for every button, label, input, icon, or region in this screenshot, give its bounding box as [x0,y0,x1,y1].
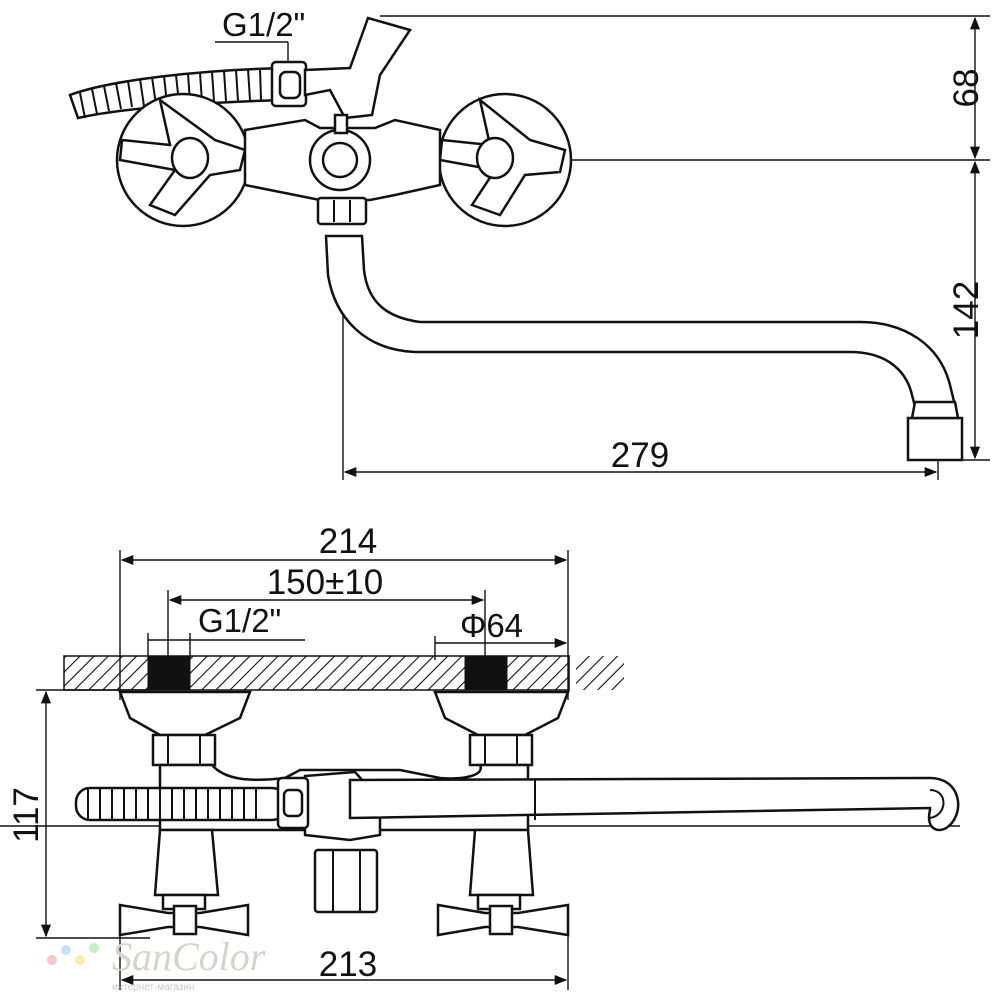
dimension-279: 279 [342,235,939,480]
left-flange [118,690,252,737]
right-valve-handle-top [437,92,573,228]
dim-label-213: 213 [319,945,377,984]
spout-top [324,234,964,462]
dim-label-214: 214 [319,522,377,561]
right-cross-handle [436,903,570,937]
top-view: 68 142 279 G1/2" [68,6,990,480]
dim-label-117: 117 [7,787,46,843]
right-nut [468,733,534,767]
shower-holder-top [303,16,412,120]
dim-label-279: 279 [611,436,669,475]
thread-label-front-text: G1/2" [198,602,281,639]
thread-label-top: G1/2" [215,6,305,70]
right-flange [433,690,570,737]
right-valve-stem [468,828,535,911]
wall-hatch [63,655,624,691]
spout-front [348,776,960,832]
left-cross-handle [118,903,250,937]
dimension-68: 68 [947,16,986,160]
dim-label-142: 142 [947,281,986,339]
watermark-subtitle: интернет-магазин [112,982,194,993]
diverter-front [313,848,379,914]
dimension-phi64: Φ64 [434,607,568,660]
front-view: 214 150±10 G1/2" Φ64 [0,522,960,990]
dimension-214: 214 [119,522,569,700]
dimension-117: 117 [7,689,150,939]
left-valve-stem [153,828,220,911]
dimension-213: 213 [119,935,569,990]
dim-label-phi64: Φ64 [460,607,523,644]
watermark-brand: SanColor [112,934,266,979]
dim-label-68: 68 [947,69,986,108]
shower-hose-front [74,776,310,830]
thread-label-front: G1/2" [147,602,305,660]
left-valve-handle-top [115,92,251,228]
dim-label-150: 150±10 [267,563,384,602]
mixer-body-top [243,113,442,226]
thread-label-top-text: G1/2" [222,6,305,43]
left-nut [151,733,217,767]
watermark: SanColor интернет-магазин [47,934,266,993]
dimension-142: 142 [947,160,986,460]
dimension-150: 150±10 [167,563,486,660]
